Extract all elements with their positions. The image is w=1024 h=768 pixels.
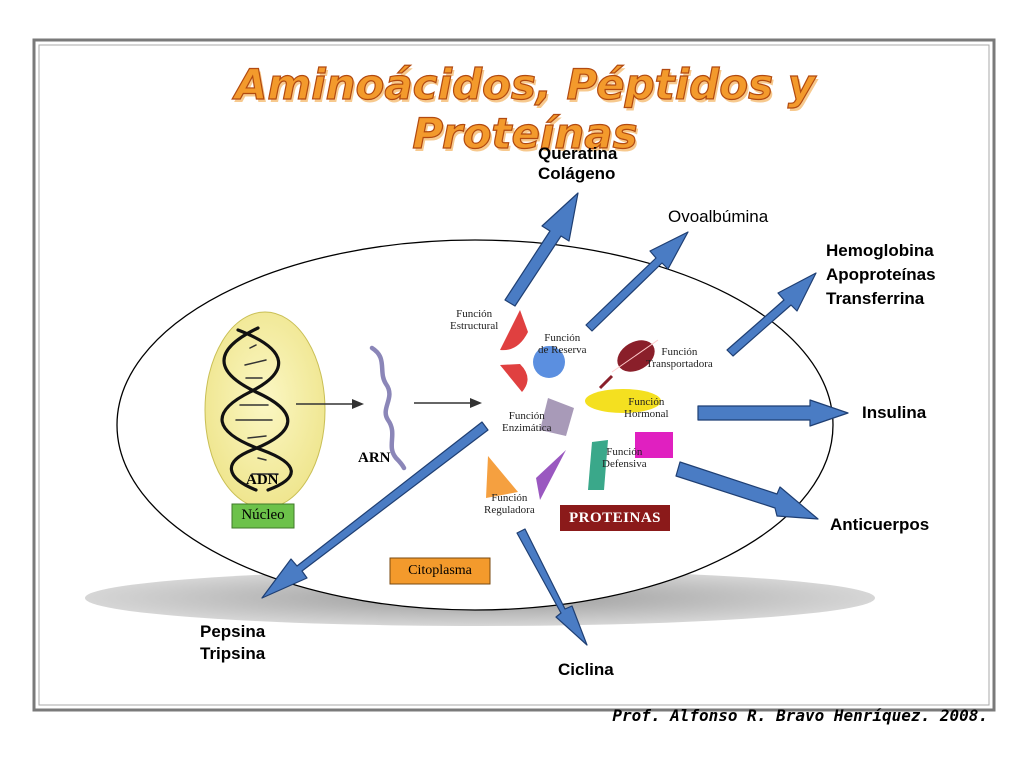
arrow-to-enzymatic bbox=[261, 421, 489, 599]
proteins-label-box bbox=[560, 505, 670, 531]
regulatory-protein-shape-2 bbox=[536, 450, 566, 500]
cytoplasm-label-box bbox=[389, 557, 491, 585]
reserve-protein-shape bbox=[533, 346, 565, 378]
enzymatic-protein-shape bbox=[540, 398, 574, 436]
arrow-rna-to-proteins bbox=[414, 398, 482, 408]
nucleus-label-box bbox=[231, 503, 295, 529]
slide-title: Aminoácidos, Péptidos y Proteínas bbox=[234, 59, 816, 158]
arrow-dna-to-rna bbox=[296, 399, 364, 409]
cytoplasm-label: Citoplasma bbox=[408, 563, 472, 578]
regulatory-protein-shape bbox=[486, 456, 518, 498]
author-footer: Prof. Alfonso R. Bravo Henríquez. 2008. bbox=[612, 706, 988, 725]
arrow-to-regulatory bbox=[516, 528, 588, 646]
arrow-to-transport bbox=[726, 272, 817, 357]
nucleus-label: Núcleo bbox=[241, 507, 285, 523]
rna-strand-icon bbox=[369, 345, 407, 471]
examples-reserve: Ovoalbúmina bbox=[668, 207, 769, 226]
rna-label: ARN bbox=[358, 450, 391, 466]
structural-protein-shape bbox=[500, 310, 528, 351]
slide-frame bbox=[32, 38, 996, 712]
arrow-to-structural bbox=[504, 192, 579, 307]
dna-label: ADN bbox=[246, 472, 279, 488]
examples-hormonal: Insulina bbox=[862, 403, 927, 422]
arrow-to-hormonal bbox=[697, 399, 849, 427]
structural-protein-shape-2 bbox=[500, 364, 528, 392]
transport-protein-shape bbox=[598, 339, 659, 390]
defensive-protein-shape bbox=[635, 432, 673, 458]
dna-helix-icon bbox=[220, 326, 293, 492]
examples-regulatory: Ciclina bbox=[558, 660, 614, 679]
arrow-to-reserve bbox=[585, 231, 689, 332]
slide-frame-inner bbox=[38, 44, 990, 706]
hormonal-protein-shape bbox=[585, 389, 661, 413]
defensive-protein-shape-2 bbox=[588, 440, 608, 490]
examples-defensive: Anticuerpos bbox=[830, 515, 930, 534]
proteins-label: PROTEINAS bbox=[568, 510, 662, 526]
arrow-to-defensive bbox=[675, 461, 819, 520]
